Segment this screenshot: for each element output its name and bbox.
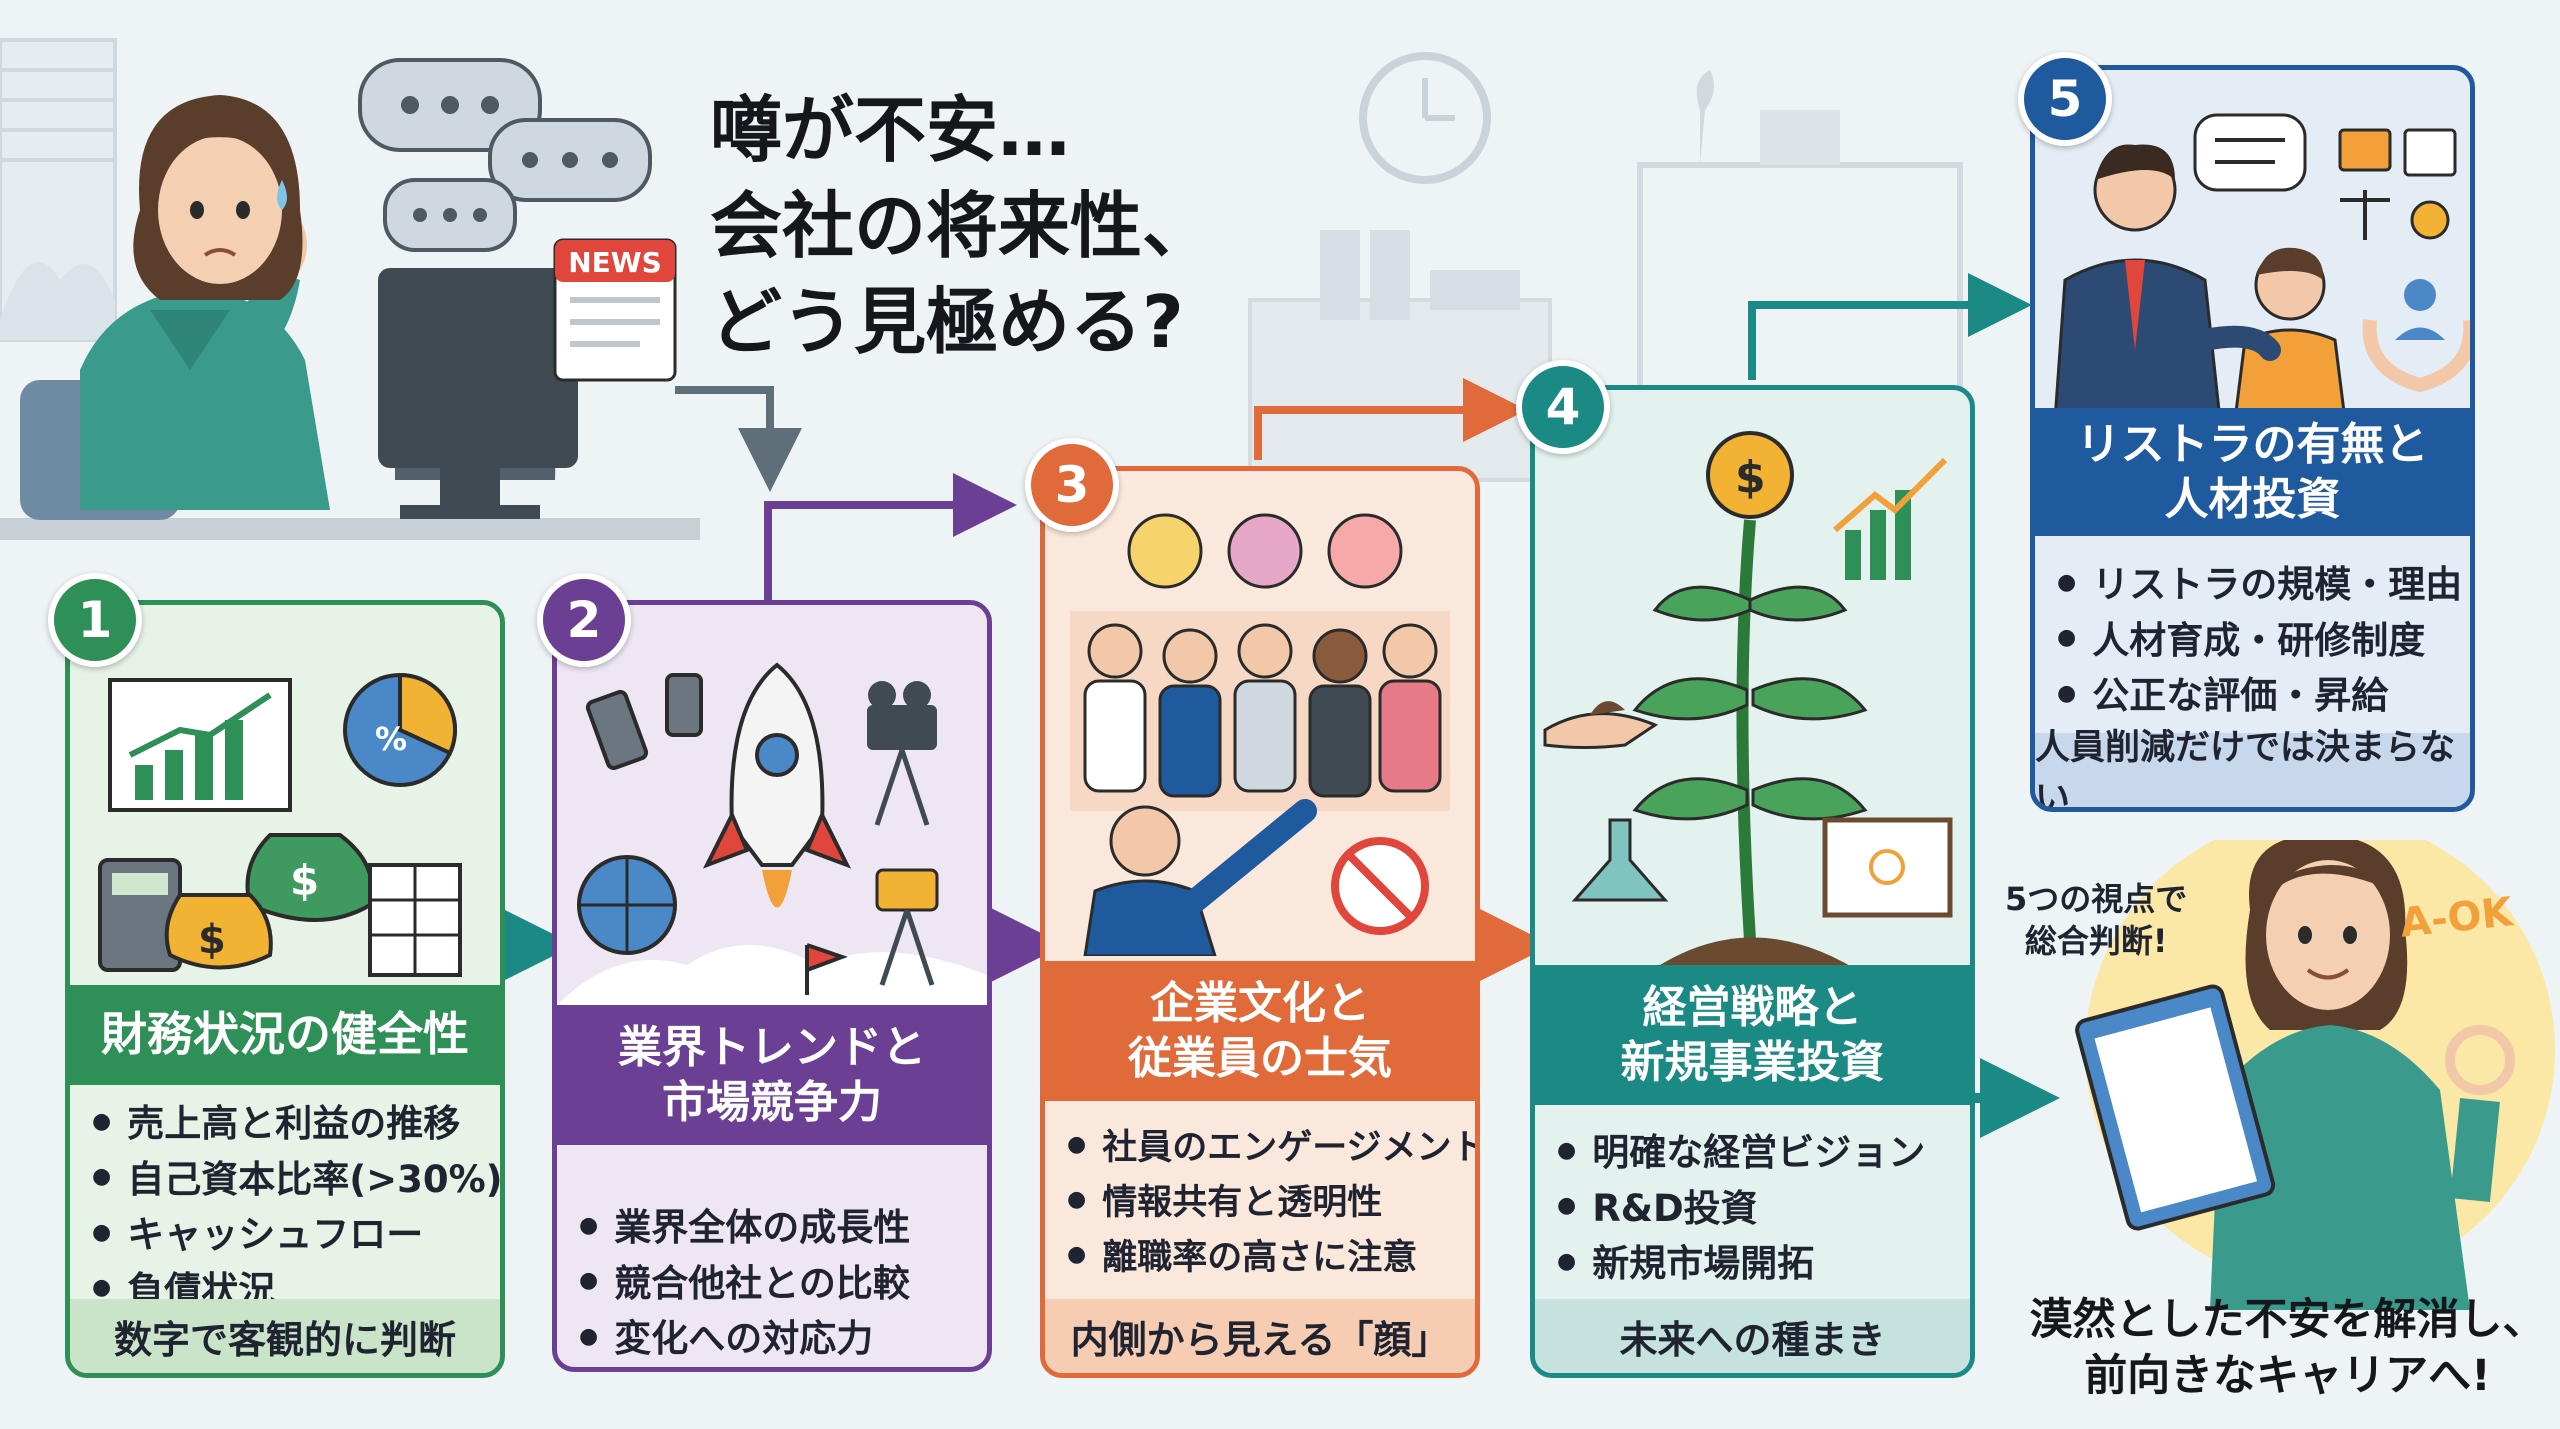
list-item: 明確な経営ビジョン (1557, 1126, 1960, 1182)
card-5-title-band: リストラの有無と 人材投資 (2035, 408, 2470, 536)
card-5-footer: 人員削減だけでは決まらない (2035, 728, 2470, 807)
conclusion-message-line-2: 前向きなキャリアへ! (2084, 1351, 2491, 1401)
card-4-title-line-2: 新規事業投資 (1620, 1037, 1885, 1088)
card-4-footer: 未来への種まき (1535, 1299, 1970, 1373)
headline-line-2: 会社の将来性、 (710, 184, 1215, 268)
list-item: 競合他社との比較 (579, 1257, 977, 1313)
dollar-symbol-sun: $ (1735, 452, 1766, 503)
card-4-bullets: 明確な経営ビジョン R&D投資 新規市場開拓 (1557, 1126, 1960, 1293)
percent-symbol: % (375, 720, 407, 758)
conclusion-message-line-1: 漠然とした不安を解消し、 (2029, 1295, 2546, 1345)
summary-bubble-line-1: 5つの視点で (2005, 880, 2188, 918)
card-5-bullets: リストラの規模・理由 人材育成・研修制度 公正な評価・昇給 (2057, 558, 2462, 725)
card-3-footer: 内側から見える「顔」 (1045, 1299, 1475, 1373)
finance-illustration: % $ $ (98, 672, 462, 977)
mentoring-illustration (2053, 113, 2470, 420)
industry-trend-illustration (557, 662, 987, 1005)
headline-line-3: どう見極める? (710, 280, 1184, 364)
list-item: キャッシュフロー (92, 1208, 490, 1264)
card-2-title-line-1: 業界トレンドと (618, 1022, 926, 1073)
card-industry-trend: 業界トレンドと 市場競争力 業界全体の成長性 競合他社との比較 変化への対応力 (552, 600, 992, 1372)
news-label: NEWS (568, 246, 662, 279)
list-item: 情報共有と透明性 (1067, 1176, 1465, 1231)
list-item: 社員のエンゲージメント (1067, 1121, 1475, 1176)
list-item: 業界全体の成長性 (579, 1201, 977, 1257)
list-item: 変化への対応力 (579, 1312, 977, 1367)
card-4-title-band: 経営戦略と 新規事業投資 (1535, 965, 1970, 1105)
card-2-title-band: 業界トレンドと 市場競争力 (557, 1005, 987, 1145)
list-item: リストラの規模・理由 (2057, 558, 2462, 614)
step-badge-2: 2 (537, 573, 631, 667)
conclusion-message: 漠然とした不安を解消し、 前向きなキャリアへ! (2015, 1292, 2560, 1404)
growth-plant-illustration: $ (1543, 431, 1953, 975)
list-item: R&D投資 (1557, 1182, 1960, 1238)
card-company-culture: 企業文化と 従業員の士気 社員のエンゲージメント 情報共有と透明性 離職率の高さ… (1040, 466, 1480, 1378)
worried-woman-at-computer-illustration (0, 58, 700, 540)
dollar-symbol-coin: $ (198, 917, 226, 963)
list-item: 売上高と利益の推移 (92, 1097, 490, 1153)
list-item: 離職率の高さに注意 (1067, 1231, 1465, 1286)
card-management-strategy: $ 経営戦略と 新規事業投資 明確な経営ビジョン R&D投資 新規市場開拓 未来… (1530, 385, 1975, 1378)
card-3-title-band: 企業文化と 従業員の士気 (1045, 961, 1475, 1101)
page-headline: 噂が不安… 会社の将来性、 どう見極める? (710, 82, 1214, 370)
card-restructuring-investment: リストラの有無と 人材投資 リストラの規模・理由 人材育成・研修制度 公正な評価… (2030, 65, 2475, 812)
list-item: 自己資本比率(>30%) (92, 1153, 500, 1209)
list-item: 人材育成・研修制度 (2057, 614, 2460, 670)
card-2-bullets: 業界全体の成長性 競合他社との比較 変化への対応力 (579, 1201, 977, 1367)
confident-woman-illustration (2075, 840, 2555, 1310)
card-3-bullets: 社員のエンゲージメント 情報共有と透明性 離職率の高さに注意 (1067, 1121, 1475, 1286)
card-5-title-line-1: リストラの有無と (2076, 419, 2429, 470)
card-3-title-line-1: 企業文化と (1150, 978, 1370, 1029)
step-badge-4: 4 (1516, 360, 1610, 454)
card-1-bullets: 売上高と利益の推移 自己資本比率(>30%) キャッシュフロー 負債状況 (92, 1097, 500, 1319)
card-5-title-line-2: 人材投資 (2164, 474, 2341, 525)
list-item: 公正な評価・昇給 (2057, 669, 2460, 725)
card-3-title-line-2: 従業員の士気 (1128, 1033, 1392, 1084)
list-item: 新規市場開拓 (1557, 1237, 1960, 1293)
card-1-title: 財務状況の健全性 (101, 1007, 469, 1062)
summary-bubble-line-2: 総合判断! (2024, 922, 2168, 960)
card-2-title-line-2: 市場競争力 (662, 1077, 882, 1128)
step-badge-1: 1 (48, 573, 142, 667)
card-1-footer: 数字で客観的に判断 (70, 1299, 500, 1373)
card-financial-health: % $ $ 財務状況の健全性 売上高と利益の推移 自己資本比率(>30%) キャ… (65, 600, 505, 1378)
step-badge-3: 3 (1025, 438, 1119, 532)
card-1-title-band: 財務状況の健全性 (70, 985, 500, 1085)
dollar-symbol-bag: $ (290, 856, 319, 905)
headline-line-1: 噂が不安… (710, 88, 1071, 172)
card-4-title-line-1: 経営戦略と (1642, 982, 1863, 1033)
step-badge-5: 5 (2018, 52, 2112, 146)
summary-bubble: 5つの視点で 総合判断! (2005, 878, 2187, 962)
company-culture-illustration (1070, 513, 1450, 956)
